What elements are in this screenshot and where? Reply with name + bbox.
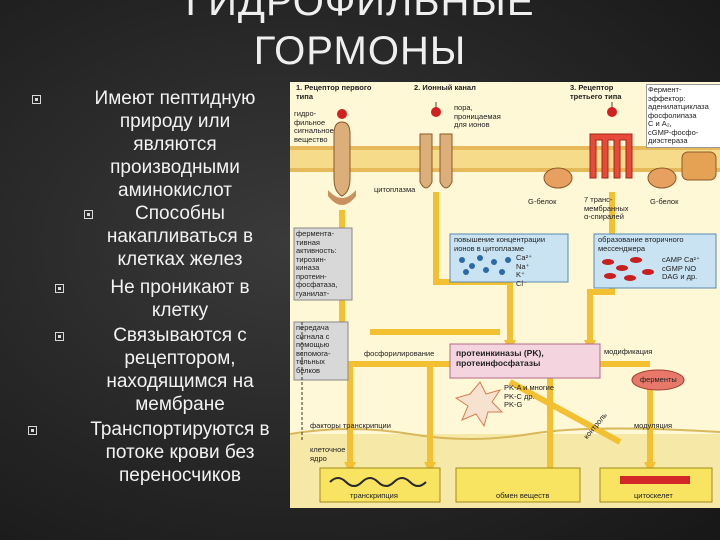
label-text: ионов в цитоплазме: [454, 244, 524, 253]
bullet-marker-icon: [55, 284, 64, 293]
label-text: диэстераза: [648, 136, 688, 145]
label-text: белков: [296, 366, 320, 375]
bullet-text: являются: [60, 133, 290, 156]
bullet-text: переносчиков: [62, 464, 298, 487]
bullet-text: находящимся на: [75, 370, 285, 393]
ion-name: Cl⁻: [516, 279, 527, 288]
modulation-label: модуляция: [634, 422, 672, 431]
label-text: для ионов: [454, 120, 490, 129]
kinase-starburst-icon: [456, 382, 502, 426]
protein-kinase-label: протеинкиназы (PK), протеинфосфатазы: [456, 348, 544, 368]
bullet-text: Не проникают в: [75, 276, 285, 299]
bullet-list: Имеют пептидную природу или являются про…: [0, 0, 300, 540]
bullet-marker-icon: [55, 332, 64, 341]
receptor-type1-label: 1. Рецептор первого типа: [296, 84, 371, 101]
label-text: гуанилат-: [296, 289, 329, 298]
bullet-text: накапливаться в: [80, 225, 280, 248]
bullet-item: Имеют пептидную природу или являются про…: [60, 87, 290, 202]
bullet-marker-icon: [28, 426, 37, 435]
enzyme-activity-label: фермента- тивная активность: тирозин- ки…: [296, 230, 337, 298]
g-protein-icon: [544, 168, 572, 188]
label-text: протеинфосфатазы: [456, 358, 540, 368]
label-text: вещество: [294, 135, 328, 144]
pore-label: пора, проницаемая для ионов: [454, 104, 501, 130]
bullet-text: природу или: [60, 110, 290, 133]
transmembrane-label: 7 транс- мембранных α-спиралей: [584, 196, 628, 222]
transcription-label: транскрипция: [350, 492, 398, 501]
modification-label: модификация: [604, 348, 652, 357]
g-protein-icon: [648, 168, 676, 188]
label-text: мессенджера: [598, 244, 645, 253]
cytoplasm-label: цитоплазма: [374, 186, 415, 195]
label-text: третьего типа: [570, 92, 621, 101]
effector-enzyme-icon: [682, 152, 716, 180]
kinases-list: PK-A и многие PK-C др. PK-G: [504, 384, 554, 410]
ion-channel-label: 2. Ионный канал: [414, 84, 476, 93]
bullet-item: Способны накапливаться в клетках желез: [80, 202, 280, 271]
messenger-name: DAG: [662, 272, 678, 281]
bullet-marker-icon: [32, 95, 41, 104]
messenger-name: и др.: [680, 272, 697, 281]
g-protein-left-label: G-белок: [528, 198, 556, 207]
nucleus-label: клеточное ядро: [310, 446, 345, 463]
bullet-item: Связываются с рецептором, находящимся на…: [75, 324, 285, 416]
bullet-item: Не проникают в клетку: [75, 276, 285, 322]
label-text: протеинкиназы (PK),: [456, 348, 544, 358]
g-protein-right-label: G-белок: [650, 198, 678, 207]
cytoskeleton-filament-icon: [620, 476, 690, 484]
messenger-list: cAMP Ca²⁺ cGMP NO DAG и др.: [662, 256, 700, 282]
label-text: α-спиралей: [584, 212, 624, 221]
phosphorylation-label: фосфорилирование: [364, 350, 434, 359]
bullet-text: рецептором,: [75, 347, 285, 370]
second-messenger-label: образование вторичного мессенджера: [598, 236, 684, 253]
bullet-text: клетках желез: [80, 248, 280, 271]
ion-list: Ca²⁺ Na⁺ K⁺ Cl⁻: [516, 254, 532, 288]
transcription-factors-label: факторы транскрипции: [310, 422, 391, 431]
label-text: ядро: [310, 454, 327, 463]
bullet-text: Имеют пептидную: [60, 87, 290, 110]
receptor-type3-label: 3. Рецептор третьего типа: [570, 84, 621, 101]
bullet-text: Связываются с: [75, 324, 285, 347]
bullet-text: производными: [60, 156, 290, 179]
bullet-item: Транспортируются в потоке крови без пере…: [62, 418, 298, 487]
ion-concentration-label: повышение концентрации ионов в цитоплазм…: [454, 236, 545, 253]
enzyme-effector-label: Фермент- эффектор: аденилатциклаза фосфо…: [646, 84, 720, 148]
bullet-text: аминокислот: [60, 179, 290, 202]
signaling-diagram: 1. Рецептор первого типа 2. Ионный канал…: [290, 82, 720, 508]
metabolism-label: обмен веществ: [496, 492, 549, 501]
bullet-text: Способны: [80, 202, 280, 225]
label-text: типа: [296, 92, 313, 101]
cytoskeleton-label: цитоскелет: [634, 492, 673, 501]
label-text: PK-G: [504, 400, 522, 409]
bullet-text: потоке крови без: [62, 441, 298, 464]
signal-transfer-label: передача сигнала с помощью вспомога- тел…: [296, 324, 330, 375]
bullet-text: клетку: [75, 299, 285, 322]
hydrophilic-label: гидро- фильное сигнальное вещество: [294, 110, 334, 144]
enzymes-label: ферменты: [640, 376, 677, 385]
bullet-text: мембране: [75, 393, 285, 416]
bullet-text: Транспортируются в: [62, 418, 298, 441]
